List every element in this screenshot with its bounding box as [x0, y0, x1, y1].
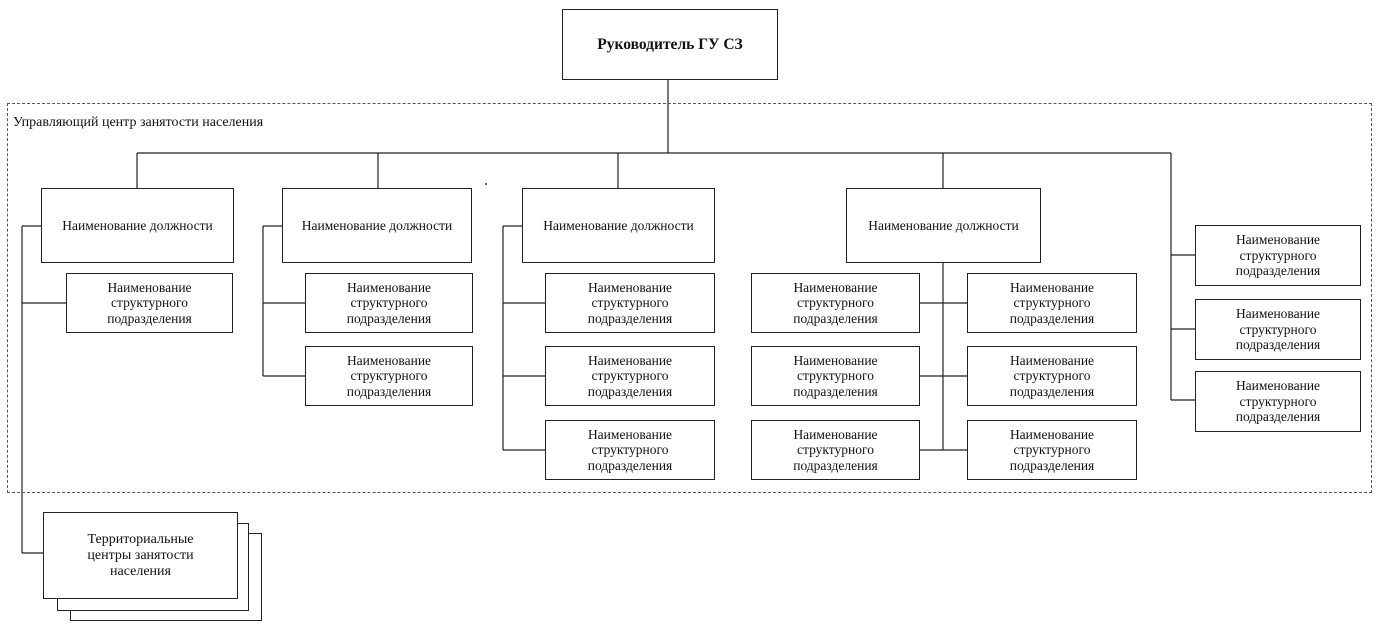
- unit-label: Наименование структурного подразделения: [793, 279, 878, 326]
- position-label: Наименование должности: [62, 217, 213, 233]
- unit-box: Наименование структурного подразделения: [967, 273, 1137, 333]
- position-box-4: Наименование должности: [846, 188, 1041, 263]
- position-label: Наименование должности: [301, 217, 453, 233]
- unit-label: Наименование структурного подразделения: [346, 352, 432, 399]
- unit-box: Наименование структурного подразделения: [545, 346, 715, 406]
- unit-label: Наименование структурного подразделения: [1235, 232, 1321, 279]
- unit-label: Наименование структурного подразделения: [346, 279, 432, 326]
- position-label: Наименование должности: [543, 217, 694, 233]
- unit-label: Наименование структурного подразделения: [1235, 306, 1321, 353]
- position-box-2: Наименование должности: [282, 188, 472, 263]
- unit-box: Наименование структурного подразделения: [751, 273, 920, 333]
- unit-box: Наименование структурного подразделения: [545, 273, 715, 333]
- unit-box: Наименование структурного подразделения: [305, 273, 473, 333]
- unit-label: Наименование структурного подразделения: [1009, 352, 1095, 399]
- unit-label: Наименование структурного подразделения: [1009, 426, 1095, 473]
- unit-box: Наименование структурного подразделения: [305, 346, 473, 406]
- unit-box: Наименование структурного подразделения: [545, 420, 715, 480]
- position-box-1: Наименование должности: [41, 188, 234, 263]
- unit-label: Наименование структурного подразделения: [793, 426, 878, 473]
- territorial-centers-box: Территориальные центры занятости населен…: [43, 512, 238, 599]
- unit-box: Наименование структурного подразделения: [66, 273, 233, 333]
- territorial-label: Территориальные центры занятости населен…: [87, 531, 194, 579]
- unit-label: Наименование структурного подразделения: [1009, 279, 1095, 326]
- region-label: Управляющий центр занятости населения: [13, 115, 264, 130]
- unit-label: Наименование структурного подразделения: [1235, 378, 1321, 425]
- unit-box: Наименование структурного подразделения: [1195, 225, 1361, 286]
- unit-box: Наименование структурного подразделения: [751, 420, 920, 480]
- unit-label: Наименование структурного подразделения: [793, 352, 878, 399]
- position-box-3: Наименование должности: [522, 188, 715, 263]
- unit-label: Наименование структурного подразделения: [107, 279, 192, 326]
- unit-label: Наименование структурного подразделения: [587, 426, 673, 473]
- unit-box: Наименование структурного подразделения: [1195, 371, 1361, 432]
- position-label: Наименование должности: [868, 217, 1019, 233]
- director-label: Руководитель ГУ СЗ: [597, 35, 743, 53]
- unit-box: Наименование структурного подразделения: [967, 420, 1137, 480]
- director-box: Руководитель ГУ СЗ: [562, 9, 778, 80]
- management-center-region: [7, 103, 1372, 493]
- unit-box: Наименование структурного подразделения: [967, 346, 1137, 406]
- unit-box: Наименование структурного подразделения: [1195, 299, 1361, 360]
- unit-label: Наименование структурного подразделения: [587, 279, 673, 326]
- unit-box: Наименование структурного подразделения: [751, 346, 920, 406]
- unit-label: Наименование структурного подразделения: [587, 352, 673, 399]
